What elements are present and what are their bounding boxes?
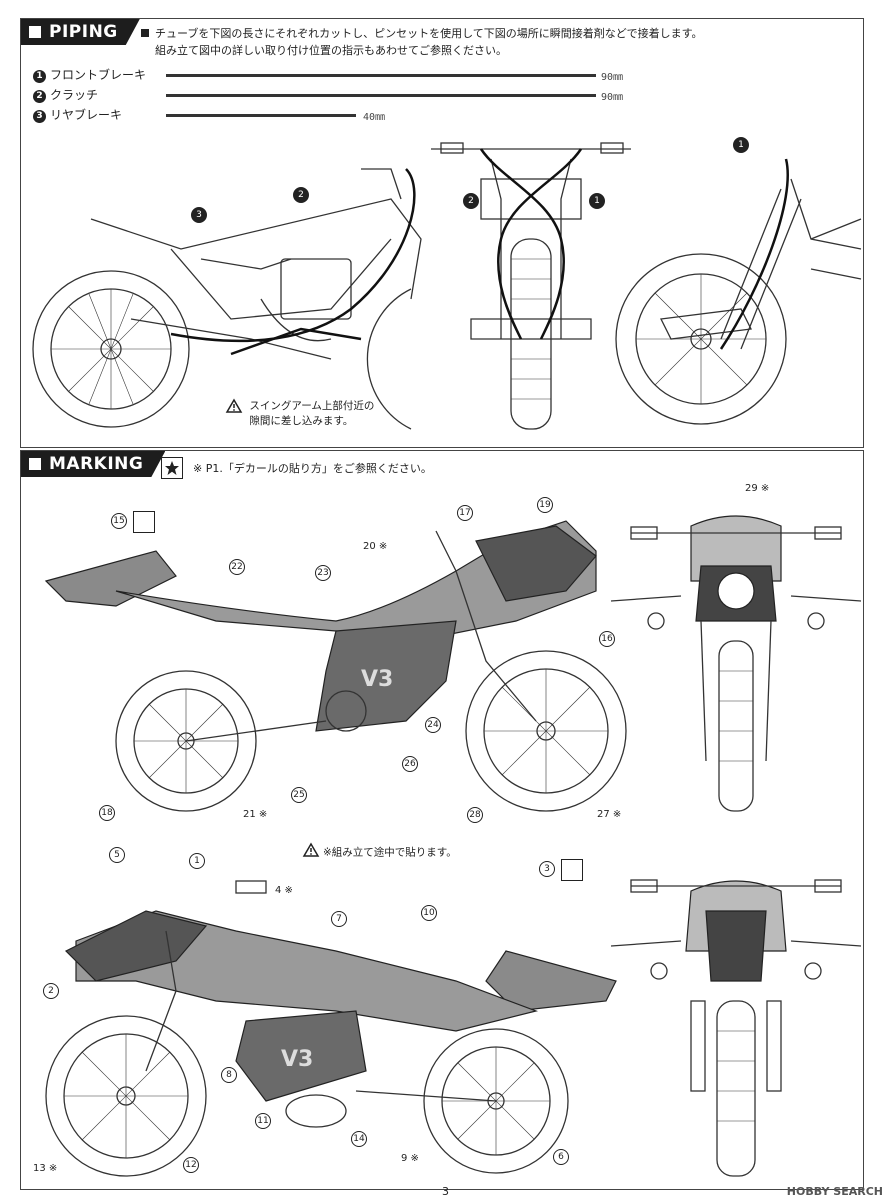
reverse-side-icon <box>561 859 583 881</box>
marking-callout-23: 23 <box>315 565 331 581</box>
star-reference-icon <box>161 457 183 479</box>
marking-bike-side-lower-illustration: V3 <box>45 880 617 1177</box>
piping-bike-side-illustration <box>32 168 422 430</box>
tube-line-2 <box>166 94 596 97</box>
piping-bike-front-illustration <box>431 142 631 430</box>
reverse-side-icon <box>133 511 155 533</box>
marking-callout-10: 10 <box>421 905 437 921</box>
marking-callout-24: 24 <box>425 717 441 733</box>
marking-callout-28: 28 <box>467 807 483 823</box>
marking-callout-2: 2 <box>43 983 59 999</box>
warning-icon <box>225 398 243 418</box>
marking-callout-21: 21 ※ <box>243 809 268 820</box>
piping-callout-2-front: 2 <box>463 193 479 209</box>
marking-note: ※ P1.「デカールの貼り方」をご参照ください。 <box>193 462 432 475</box>
marking-callout-14: 14 <box>351 1131 367 1147</box>
piping-bike-right-illustration <box>615 158 862 425</box>
marking-callout-11: 11 <box>255 1113 271 1129</box>
piping-section: PIPING チューブを下図の長さにそれぞれカットし、ピンセットを使用して下図の… <box>20 18 864 448</box>
marking-callout-5: 5 <box>109 847 125 863</box>
piping-callout-2-side: 2 <box>293 187 309 203</box>
marking-callout-26: 26 <box>402 756 418 772</box>
warning-icon <box>302 842 320 862</box>
marking-callout-13: 13 ※ <box>33 1163 58 1174</box>
marking-callout-19: 19 <box>537 497 553 513</box>
marking-callout-1: 1 <box>189 853 205 869</box>
svg-text:V3: V3 <box>361 667 393 692</box>
marking-callout-6: 6 <box>553 1149 569 1165</box>
tube-length-3: 40㎜ <box>363 112 386 123</box>
tube-length-2: 90㎜ <box>601 92 624 103</box>
marking-callout-9: 9 ※ <box>401 1153 419 1164</box>
piping-warning: スイングアーム上部付近の 隙間に差し込みます。 <box>225 398 374 429</box>
watermark: HOBBY SEARCH <box>786 1185 883 1198</box>
piping-callout-1-right: 1 <box>733 137 749 153</box>
tube-length-1: 90㎜ <box>601 72 624 83</box>
svg-text:V3: V3 <box>281 1047 313 1072</box>
marking-callout-12: 12 <box>183 1157 199 1173</box>
piping-heading: PIPING <box>21 19 140 45</box>
marking-heading: MARKING <box>21 451 165 477</box>
tube-line-1 <box>166 74 596 77</box>
marking-callout-27: 27 ※ <box>597 809 622 820</box>
marking-mid-warning: ※組み立て途中で貼ります。 <box>302 842 457 862</box>
marking-callout-17: 17 <box>457 505 473 521</box>
piping-callout-3: 3 <box>191 207 207 223</box>
marking-bike-rear-lower-illustration <box>610 879 862 1177</box>
marking-callout-22: 22 <box>229 559 245 575</box>
marking-bike-front-upper-illustration <box>610 515 862 812</box>
marking-callout-4: 4 ※ <box>275 885 293 896</box>
marking-callout-8: 8 <box>221 1067 237 1083</box>
marking-callout-20: 20 ※ <box>363 541 388 552</box>
marking-callout-15: 15 <box>111 513 127 529</box>
marking-callout-18: 18 <box>99 805 115 821</box>
marking-callout-25: 25 <box>291 787 307 803</box>
tube-line-3 <box>166 114 356 117</box>
marking-callout-29: 29 ※ <box>745 483 770 494</box>
marking-callout-7: 7 <box>331 911 347 927</box>
marking-section: MARKING ※ P1.「デカールの貼り方」をご参照ください。 V3 <box>20 450 864 1190</box>
page-number: 3 <box>442 1185 449 1198</box>
marking-bike-side-upper-illustration: V3 <box>44 520 627 812</box>
piping-callout-1-front: 1 <box>589 193 605 209</box>
piping-instructions: チューブを下図の長さにそれぞれカットし、ピンセットを使用して下図の場所に瞬間接着… <box>141 25 702 59</box>
marking-callout-3: 3 <box>539 861 555 877</box>
marking-callout-16: 16 <box>599 631 615 647</box>
